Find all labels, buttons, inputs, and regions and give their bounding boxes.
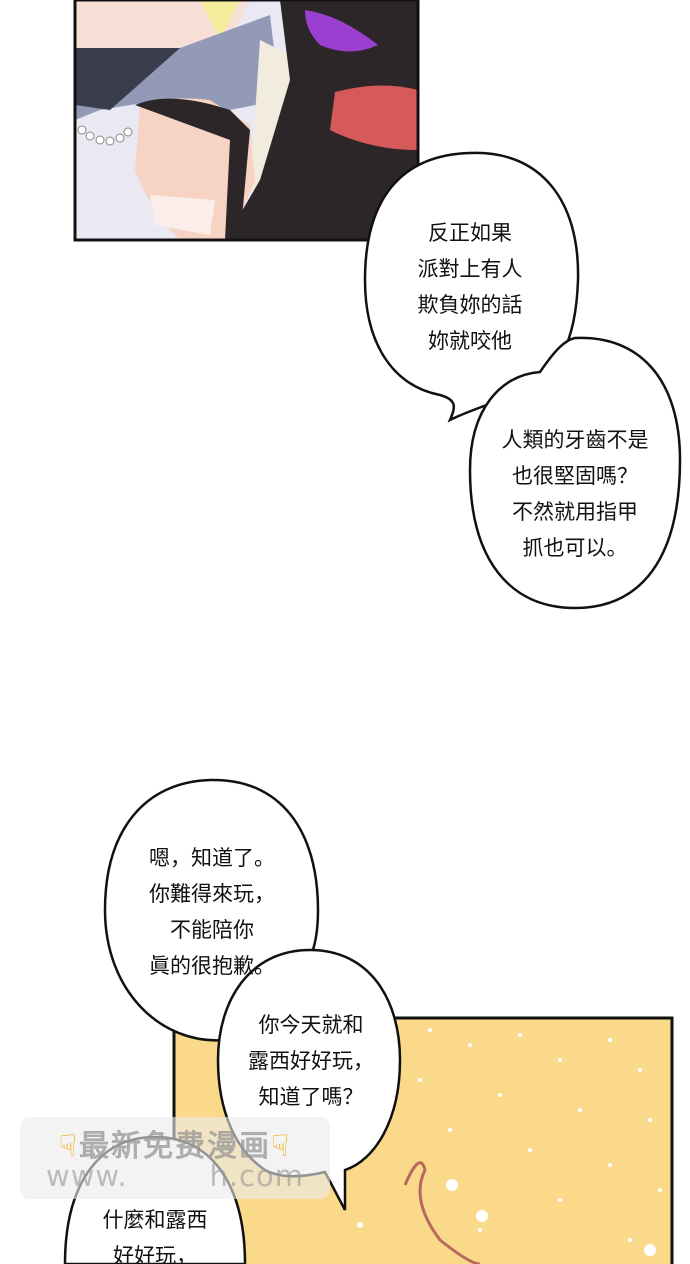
speech-bubble-1 — [363, 151, 580, 423]
bubble-line: 反正如果 — [428, 221, 512, 245]
bubble-line: 也很堅固嗎？ — [512, 464, 638, 488]
bubble-line: 人類的牙齒不是 — [501, 428, 649, 452]
bubble-5-text: 什麼和露西 好好玩， — [103, 1202, 208, 1264]
pointing-down-hand-icon: ☟ — [271, 1129, 292, 1164]
bubble-line: 知道了嗎？ — [258, 1085, 364, 1109]
bubble-1-text: 反正如果 派對上有人 欺負妳的話 妳就咬他 — [418, 215, 523, 359]
bubble-2-text: 人類的牙齒不是 也很堅固嗎？ 不然就用指甲 抓也可以。 — [502, 422, 649, 566]
bubble-4-text: 你今天就和 露西好好玩， 知道了嗎？ — [248, 1007, 374, 1115]
cat-mouth — [330, 85, 418, 150]
bubble-3-text: 嗯，知道了。 你難得來玩， 不能陪你 眞的很抱歉。 — [149, 840, 275, 984]
bubble-line: 妳就咬他 — [428, 329, 512, 353]
speech-bubble-2 — [468, 336, 682, 610]
watermark-line-2: www. h.com — [46, 1159, 304, 1193]
bubble-line: 派對上有人 — [417, 257, 523, 281]
watermark: ☟最新免费漫画☟ www. h.com — [20, 1117, 330, 1199]
bubble-line: 不能陪你 — [170, 918, 254, 942]
bubble-line: 好好玩， — [113, 1244, 197, 1264]
bubble-line: 你難得來玩， — [149, 882, 275, 906]
bubble-line: 你今天就和 — [258, 1013, 364, 1037]
bubble-line: 露西好好玩， — [248, 1049, 374, 1073]
watermark-line-1: 最新免费漫画 — [79, 1129, 271, 1164]
bubble-line: 抓也可以。 — [522, 536, 628, 560]
bubble-line: 嗯，知道了。 — [149, 846, 275, 870]
pointing-down-hand-icon: ☟ — [58, 1129, 79, 1164]
cat-eye — [305, 10, 378, 52]
bubble-line: 什麼和露西 — [102, 1208, 208, 1232]
black-cat — [225, 0, 418, 240]
bubble-line: 欺負妳的話 — [417, 293, 523, 317]
bubble-line: 眞的很抱歉。 — [149, 954, 275, 978]
bubble-line: 不然就用指甲 — [512, 500, 638, 524]
panel-top — [73, 0, 420, 242]
